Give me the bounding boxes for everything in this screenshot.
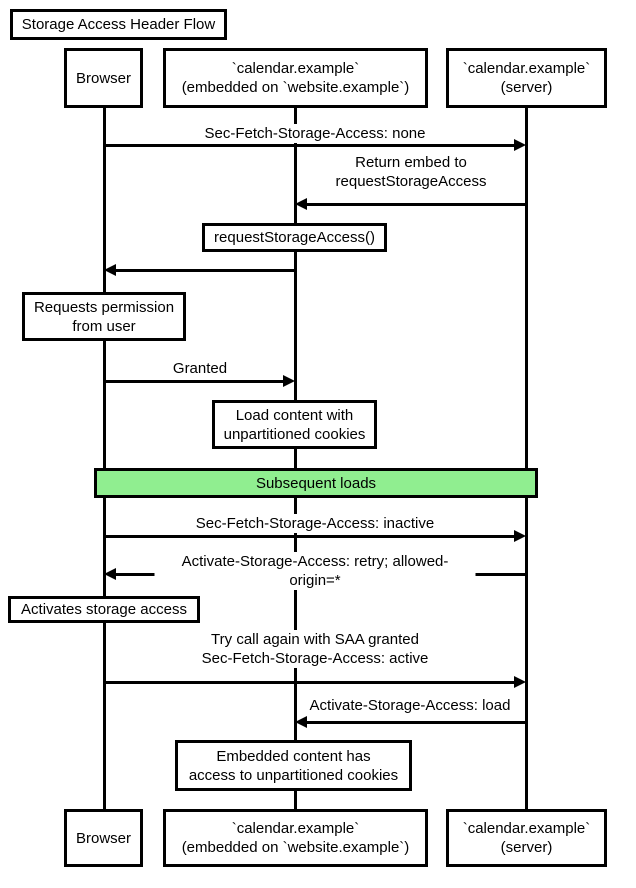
message-label: Sec-Fetch-Storage-Access: inactive (192, 514, 438, 533)
participant-embed-top: `calendar.example` (embedded on `website… (163, 48, 428, 108)
arrowhead-left-icon (295, 716, 307, 728)
arrowhead-left-icon (295, 198, 307, 210)
message-arrow (104, 380, 283, 383)
participant-server-bottom: `calendar.example` (server) (446, 809, 607, 867)
note-request-storage-access: requestStorageAccess() (202, 223, 387, 252)
message-arrow (104, 535, 516, 538)
participant-server-top: `calendar.example` (server) (446, 48, 607, 108)
note-requests-permission: Requests permission from user (22, 292, 186, 341)
message-arrow (104, 681, 516, 684)
message-label: Sec-Fetch-Storage-Access: none (201, 124, 429, 143)
diagram-title: Storage Access Header Flow (10, 9, 227, 40)
arrowhead-right-icon (514, 676, 526, 688)
arrowhead-left-icon (104, 264, 116, 276)
subsequent-loads-band: Subsequent loads (94, 468, 538, 498)
message-label: Return embed to requestStorageAccess (332, 153, 490, 191)
participant-browser-bottom: Browser (64, 809, 143, 867)
participant-embed-bottom: `calendar.example` (embedded on `website… (163, 809, 428, 867)
message-label: Activate-Storage-Access: load (306, 696, 514, 715)
lifeline-browser (103, 108, 106, 809)
message-arrow (116, 269, 296, 272)
arrowhead-right-icon (514, 530, 526, 542)
message-arrow (307, 721, 527, 724)
message-label: Activate-Storage-Access: retry; allowed-… (154, 552, 476, 590)
lifeline-embed (294, 108, 297, 809)
note-load-content: Load content with unpartitioned cookies (212, 400, 377, 449)
arrowhead-right-icon (283, 375, 295, 387)
note-embedded-content-access: Embedded content has access to unpartiti… (175, 740, 412, 791)
arrowhead-right-icon (514, 139, 526, 151)
message-label: Granted (169, 359, 231, 378)
lifeline-server (525, 108, 528, 809)
note-activates-storage-access: Activates storage access (8, 596, 200, 623)
message-arrow (104, 144, 516, 147)
message-label: Try call again with SAA granted Sec-Fetc… (198, 630, 432, 668)
message-arrow (307, 203, 527, 206)
participant-browser-top: Browser (64, 48, 143, 108)
arrowhead-left-icon (104, 568, 116, 580)
